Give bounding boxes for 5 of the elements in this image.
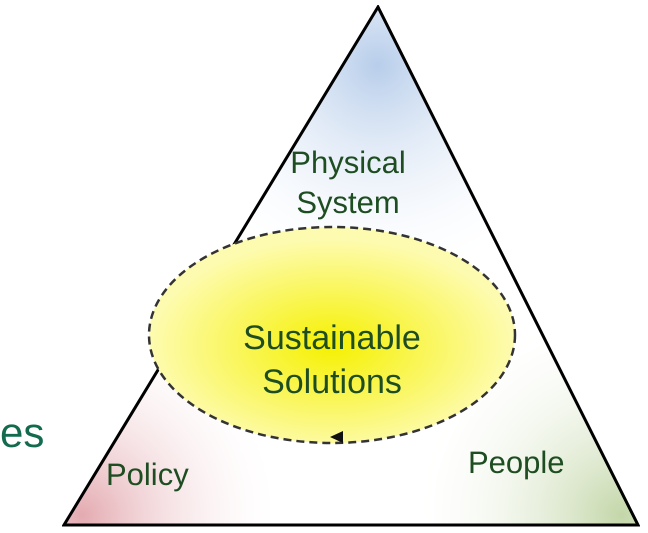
cut-off-text: es xyxy=(0,412,44,454)
ellipse-label: Sustainable Solutions xyxy=(242,318,422,403)
corner-label: Physical System xyxy=(289,144,407,222)
corner-label: Policy xyxy=(106,456,189,494)
corner-label: People xyxy=(468,444,565,482)
